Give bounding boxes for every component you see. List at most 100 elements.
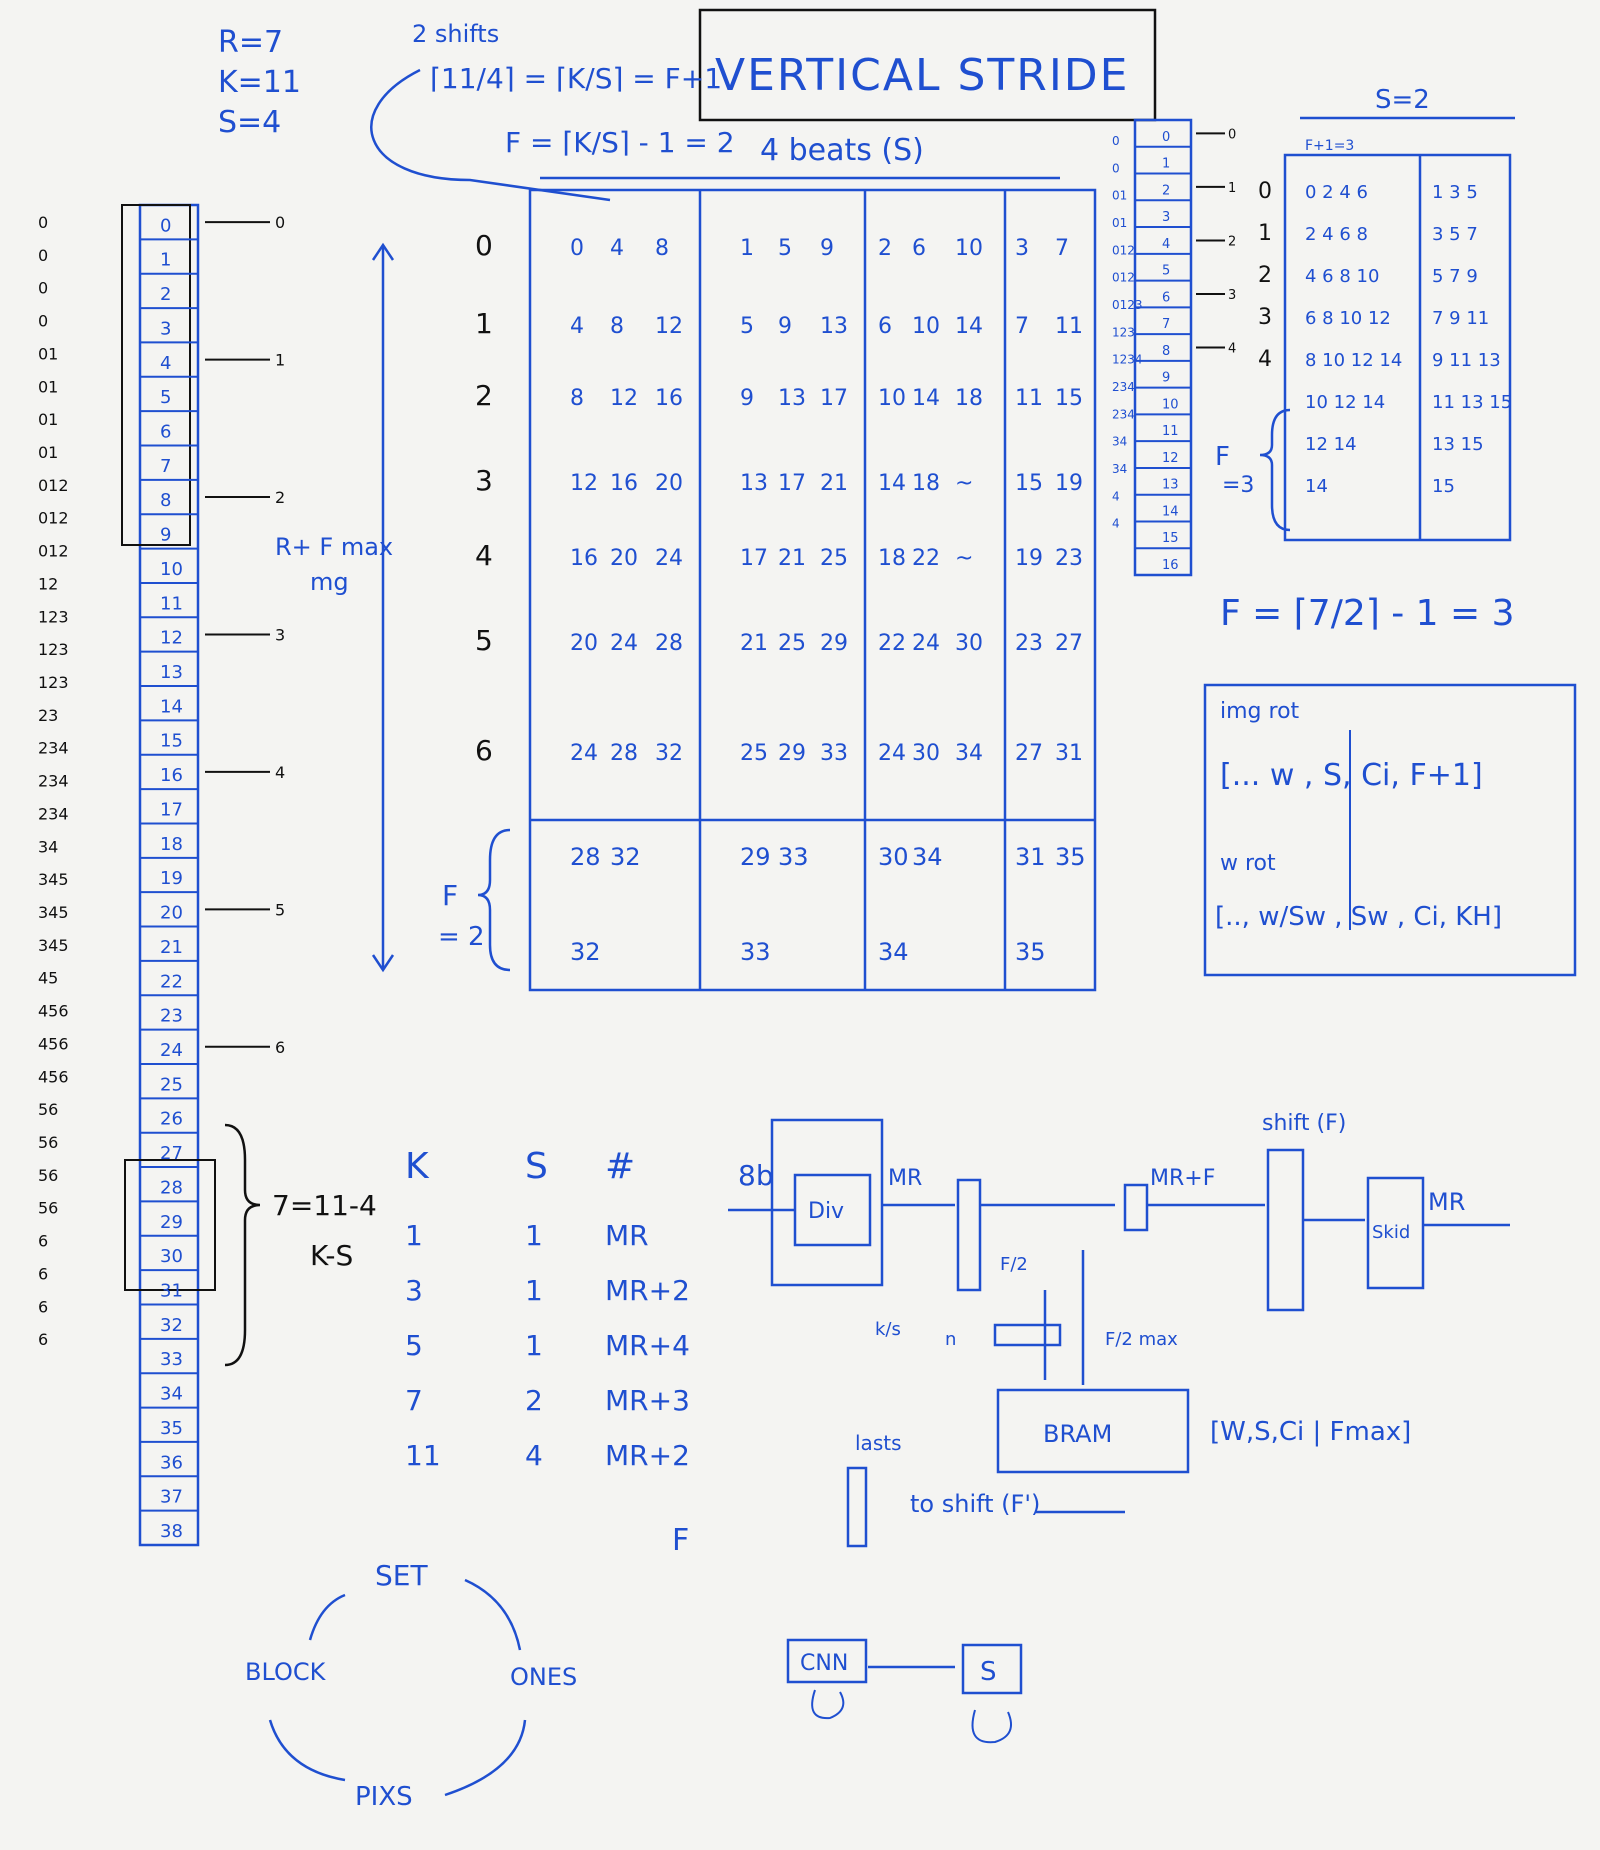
cycle-ones: ONES xyxy=(510,1663,577,1691)
grid-cell-value: 8 xyxy=(570,386,584,411)
grid-cell-value: 14 xyxy=(912,386,940,411)
left-cell: 37 xyxy=(160,1487,183,1508)
s2-left-row: 14 xyxy=(1305,476,1328,497)
right-cell: 8 xyxy=(1162,344,1170,359)
grid-cell-value: 17 xyxy=(740,546,768,571)
grid-cell-value: 17 xyxy=(778,471,806,496)
s2-right-row: 15 xyxy=(1432,476,1455,497)
grid-cell-value: 12 xyxy=(610,386,638,411)
left-cell: 16 xyxy=(160,765,183,786)
grid-row-label: 6 xyxy=(475,734,493,767)
s2-left-row: 0 2 4 6 xyxy=(1305,182,1368,203)
left-cell: 15 xyxy=(160,731,183,752)
left-cell: 6 xyxy=(160,422,171,443)
grid-cell-value: 21 xyxy=(778,546,806,571)
grid-row-label: 0 xyxy=(475,229,493,262)
grid-cell-value: 10 xyxy=(955,236,983,261)
s2-left-row: 10 12 14 xyxy=(1305,392,1385,413)
left-cell: 33 xyxy=(160,1349,183,1370)
ks-cell: 1 xyxy=(525,1329,543,1362)
grid-cell-value: 20 xyxy=(655,471,683,496)
left-annotation: 6 xyxy=(38,1297,48,1316)
s2-right-row: 7 9 11 xyxy=(1432,308,1489,329)
left-cell: 20 xyxy=(160,903,183,924)
s2-row-label: 4 xyxy=(1258,347,1272,372)
grid-cell-value: 9 xyxy=(820,236,834,261)
grid-cell-value: 18 xyxy=(912,471,940,496)
ks-cell: 7 xyxy=(405,1384,423,1417)
grid-cell-value: 9 xyxy=(778,314,792,339)
grid-extra-value: 35 xyxy=(1015,938,1046,966)
right-cell: 16 xyxy=(1162,558,1179,573)
grid-row-label: 2 xyxy=(475,379,493,412)
img-rot-label: img rot xyxy=(1220,699,1300,724)
main-grid: 0123456 04848128121612162016202420242824… xyxy=(475,190,1095,990)
grid-cell-value: 31 xyxy=(1055,741,1083,766)
grid-extra-value: 33 xyxy=(778,843,809,871)
grid-row-label: 1 xyxy=(475,307,493,340)
right-cell: 12 xyxy=(1162,451,1179,466)
grid-cell-value: 27 xyxy=(1015,741,1043,766)
s2-left-row: 4 6 8 10 xyxy=(1305,266,1379,287)
left-annotation: 01 xyxy=(38,377,58,396)
grid-cell-value: 17 xyxy=(820,386,848,411)
grid-cell-value: 22 xyxy=(878,631,906,656)
s2-row-label: 2 xyxy=(1258,263,1272,288)
left-cell: 26 xyxy=(160,1109,183,1130)
left-cell: 11 xyxy=(160,593,183,614)
grid-row-label: 3 xyxy=(475,464,493,497)
left-annotation: 345 xyxy=(38,870,69,889)
left-annotation: 012 xyxy=(38,476,69,495)
grid-cell-value: ~ xyxy=(955,471,973,496)
right-cell: 10 xyxy=(1162,397,1179,412)
s2-left-row: 2 4 6 8 xyxy=(1305,224,1368,245)
right-annotation: 0123 xyxy=(1112,298,1143,312)
left-annotation: 56 xyxy=(38,1133,58,1152)
ks-cell: MR+3 xyxy=(605,1384,690,1417)
grid-cell-value: 28 xyxy=(610,741,638,766)
s2-right-row: 11 13 15 xyxy=(1432,392,1512,413)
grid-cell-value: 24 xyxy=(878,741,906,766)
grid-extra-value: 31 xyxy=(1015,843,1046,871)
right-cell: 5 xyxy=(1162,264,1170,279)
left-cell: 22 xyxy=(160,971,183,992)
grid-cell-value: 18 xyxy=(955,386,983,411)
left-annotation: 456 xyxy=(38,1002,69,1021)
grid-cell-value: 13 xyxy=(740,471,768,496)
left-arrow-label: 5 xyxy=(275,900,285,919)
left-annotation: 123 xyxy=(38,640,69,659)
right-annotation: 123 xyxy=(1112,325,1135,339)
left-cell: 0 xyxy=(160,215,171,236)
grid-cell-value: 22 xyxy=(912,546,940,571)
left-cell: 12 xyxy=(160,628,183,649)
grid-cell-value: 24 xyxy=(610,631,638,656)
right-cell: 15 xyxy=(1162,531,1179,546)
lasts-label: lasts xyxy=(855,1431,902,1455)
left-cell: 28 xyxy=(160,1177,183,1198)
img-rot-expr: [... w , S, Ci, F+1] xyxy=(1220,758,1483,793)
ks-cell: 11 xyxy=(405,1439,441,1472)
ks-cell: MR xyxy=(605,1219,649,1252)
left-annotation: 123 xyxy=(38,607,69,626)
right-cell: 9 xyxy=(1162,371,1170,386)
s2-row-label: 0 xyxy=(1258,179,1272,204)
right-f-label: F xyxy=(1215,442,1230,472)
s2-left-row: 12 14 xyxy=(1305,434,1357,455)
ks-label: k/s xyxy=(875,1319,901,1340)
left-annotation: 34 xyxy=(38,837,58,856)
left-cell: 9 xyxy=(160,525,171,546)
grid-cell-value: ~ xyxy=(955,546,973,571)
grid-cell-value: 30 xyxy=(912,741,940,766)
grid-cell-value: 24 xyxy=(655,546,683,571)
grid-cell-value: 16 xyxy=(570,546,598,571)
right-arrow-label: 3 xyxy=(1228,288,1236,303)
shifts-note: 2 shifts xyxy=(412,20,499,48)
left-annotation: 345 xyxy=(38,936,69,955)
right-arrow-label: 2 xyxy=(1228,234,1236,249)
grid-extra-value: 35 xyxy=(1055,843,1086,871)
s2-row-label: 3 xyxy=(1258,305,1272,330)
left-annotation: 56 xyxy=(38,1100,58,1119)
f-label: F xyxy=(442,879,458,912)
s2-right-row: 9 11 13 xyxy=(1432,350,1501,371)
ks-cell: MR+2 xyxy=(605,1274,690,1307)
